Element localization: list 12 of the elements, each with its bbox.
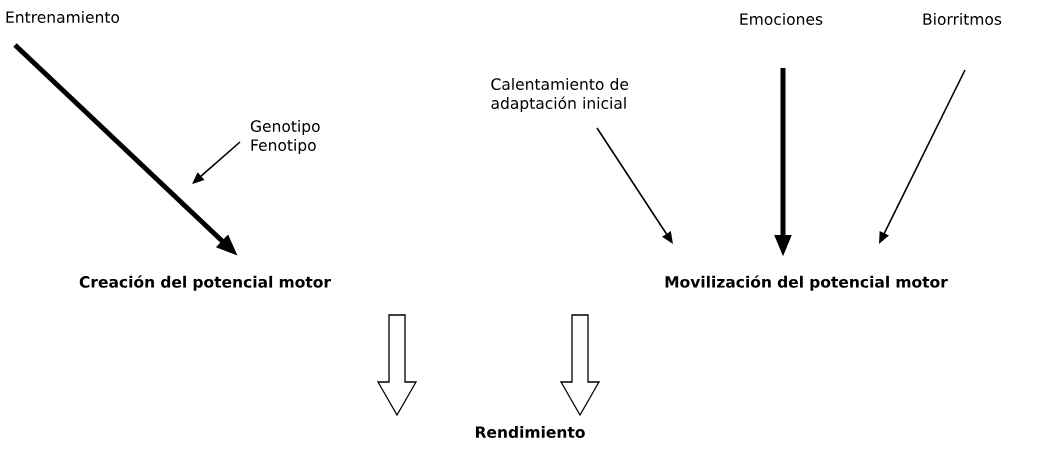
factor-label: Emociones xyxy=(740,13,823,25)
factor-label: Entrenamiento xyxy=(6,11,120,23)
factor-label: Biorritmos xyxy=(923,13,1002,25)
hollow-arrow xyxy=(376,314,418,417)
factor-label: Calentamiento de adaptación inicial xyxy=(491,78,629,112)
arrow xyxy=(596,127,673,244)
heading-label: Creación del potencial motor xyxy=(79,275,331,291)
heading-label: Movilización del potencial motor xyxy=(665,275,948,291)
hollow-arrow xyxy=(559,314,601,417)
factor-label: Genotipo Fenotipo xyxy=(250,120,320,154)
arrow xyxy=(192,141,241,184)
heading-label: Rendimiento xyxy=(475,426,585,438)
